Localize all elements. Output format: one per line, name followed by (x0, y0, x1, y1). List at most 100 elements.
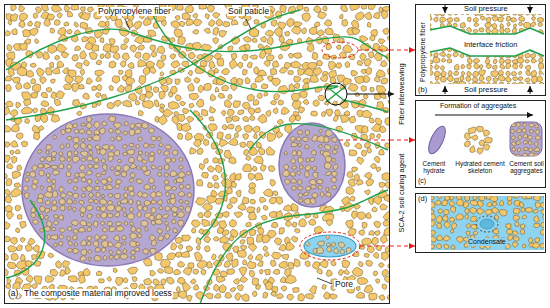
soil-particle (332, 171, 338, 176)
soil-particle (260, 50, 266, 59)
soil-particle (107, 185, 113, 190)
soil-particle (539, 46, 544, 50)
soil-particle (122, 236, 127, 240)
soil-particle (485, 58, 490, 64)
soil-particle (291, 204, 298, 212)
soil-particle (47, 178, 51, 183)
soil-particle (291, 93, 300, 101)
soil-particle (512, 36, 517, 41)
soil-particle (149, 215, 155, 221)
soil-particle (477, 126, 483, 132)
soil-particle (56, 91, 65, 99)
soil-particle (523, 153, 528, 156)
soil-particle (274, 238, 282, 245)
soil-particle (234, 133, 239, 138)
soil-particle (313, 68, 322, 76)
soil-particle (50, 28, 54, 33)
soil-particle (278, 120, 284, 125)
soil-particle (84, 60, 90, 66)
soil-particle (135, 248, 140, 252)
soil-particle (525, 59, 529, 63)
soil-particle (130, 179, 134, 183)
soil-particle (143, 67, 150, 75)
soil-particle (68, 241, 72, 245)
soil-particle (129, 129, 135, 136)
soil-particle (148, 30, 156, 36)
soil-particle (288, 53, 293, 58)
soil-particle (380, 126, 387, 133)
soil-particle (182, 283, 190, 292)
soil-particle (258, 228, 264, 235)
soil-particle (59, 163, 64, 169)
soil-particle (537, 36, 541, 40)
soil-particle (219, 285, 226, 293)
soil-particle (46, 156, 52, 162)
soil-particle (137, 205, 143, 211)
soil-particle (253, 133, 257, 138)
soil-particle (159, 143, 163, 147)
soil-particle (80, 151, 88, 157)
soil-particle (247, 237, 254, 245)
soil-particle (46, 173, 50, 178)
soil-particle (531, 70, 537, 77)
soil-particle (213, 37, 219, 44)
soil-particle (450, 196, 454, 200)
soil-particle (368, 5, 376, 9)
soil-particle (12, 124, 20, 132)
soil-particle (345, 61, 350, 67)
soil-particle (330, 294, 337, 299)
soil-particle (468, 58, 473, 64)
soil-particle (440, 17, 447, 23)
soil-particle (128, 199, 132, 205)
soil-particle (346, 248, 351, 254)
soil-particle (89, 257, 92, 261)
soil-particle (264, 92, 268, 96)
soil-particle (429, 60, 433, 64)
soil-particle (19, 13, 27, 21)
soil-particle (5, 205, 12, 212)
soil-particle (5, 125, 11, 131)
soil-particle (384, 195, 389, 202)
soil-particle (480, 36, 485, 40)
soil-particle (439, 41, 445, 47)
soil-particle (492, 65, 497, 69)
soil-particle (248, 212, 256, 220)
highlight-circle (325, 83, 347, 105)
pressure-arrow (530, 86, 531, 94)
soil-particle (81, 7, 86, 12)
soil-particle (512, 28, 516, 33)
soil-particle (120, 61, 126, 67)
soil-particle (127, 149, 135, 155)
soil-particle (51, 165, 58, 169)
soil-particle (233, 101, 240, 108)
soil-particle (479, 70, 486, 76)
soil-particle (375, 231, 380, 236)
soil-particle (240, 142, 247, 147)
soil-particle (179, 165, 183, 169)
soil-particle (512, 64, 518, 69)
soil-particle (298, 157, 303, 163)
soil-particle (296, 115, 301, 121)
soil-particle (441, 70, 446, 77)
soil-particle (5, 196, 12, 203)
soil-particle (52, 228, 56, 231)
soil-particle (186, 171, 190, 175)
soil-particle (100, 206, 106, 212)
soil-particle (130, 123, 135, 128)
soil-particle (130, 163, 136, 168)
soil-particle (138, 111, 143, 116)
soil-particle (355, 12, 364, 21)
soil-particle (361, 150, 367, 156)
soil-particle (530, 53, 536, 58)
soil-particle (247, 261, 256, 269)
soil-particle (157, 46, 165, 54)
soil-particle (427, 41, 433, 46)
soil-particle (317, 269, 323, 274)
soil-particle (40, 114, 47, 123)
soil-particle (142, 123, 149, 129)
soil-particle (178, 262, 185, 268)
soil-particle (352, 167, 358, 172)
soil-particle (87, 170, 92, 175)
soil-particle (445, 196, 451, 201)
soil-particle (232, 259, 238, 268)
